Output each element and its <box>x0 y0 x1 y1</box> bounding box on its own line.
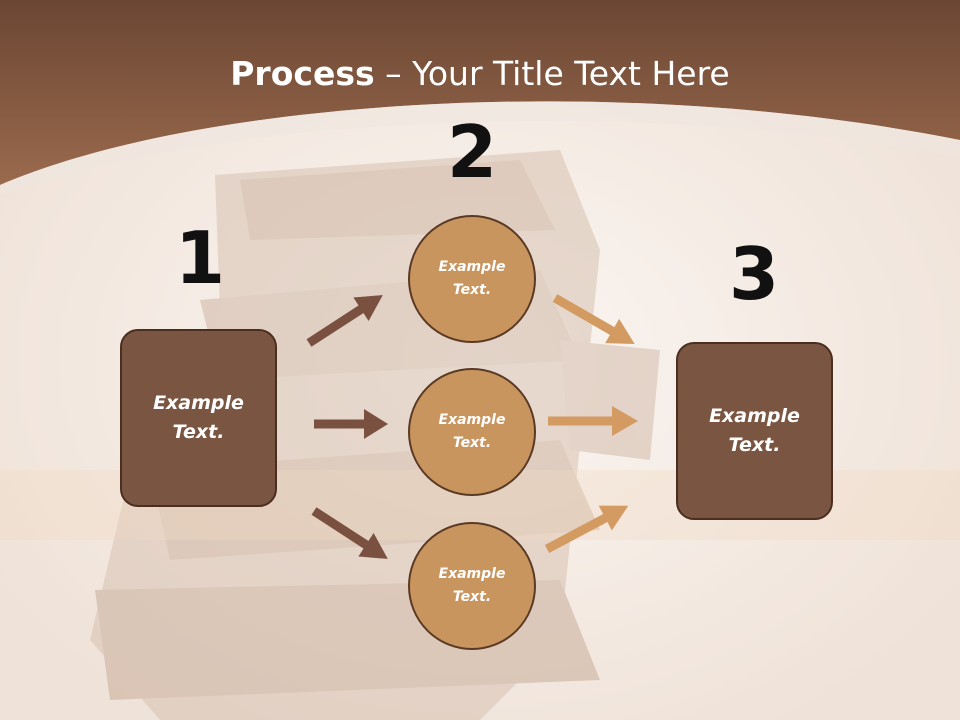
circle-bottom-text: Example Text. <box>438 566 506 605</box>
left-box-text: Example Text. <box>153 392 244 443</box>
circle-middle-text: Example Text. <box>438 412 506 451</box>
arrow-right-dark <box>314 409 388 439</box>
arrow-down-right-dark <box>311 507 388 559</box>
circle-top-text: Example Text. <box>438 259 506 298</box>
slide-title: Process – Your Title Text Here <box>0 52 960 96</box>
circle-top: Example Text. <box>408 215 536 343</box>
title-rest: – Your Title Text Here <box>374 54 730 93</box>
arrow-down-right-light <box>552 294 635 344</box>
right-box-text: Example Text. <box>709 405 800 456</box>
step-number-3: 3 <box>728 232 780 316</box>
arrow-right-light <box>548 406 638 436</box>
arrow-up-right-dark <box>306 295 383 347</box>
arrow-up-right-light <box>544 505 629 553</box>
title-bold: Process <box>230 54 375 93</box>
right-box: Example Text. <box>676 342 833 520</box>
circle-middle: Example Text. <box>408 368 536 496</box>
left-box: Example Text. <box>120 329 277 507</box>
circle-bottom: Example Text. <box>408 522 536 650</box>
step-number-1: 1 <box>174 216 226 300</box>
step-number-2: 2 <box>446 110 498 194</box>
